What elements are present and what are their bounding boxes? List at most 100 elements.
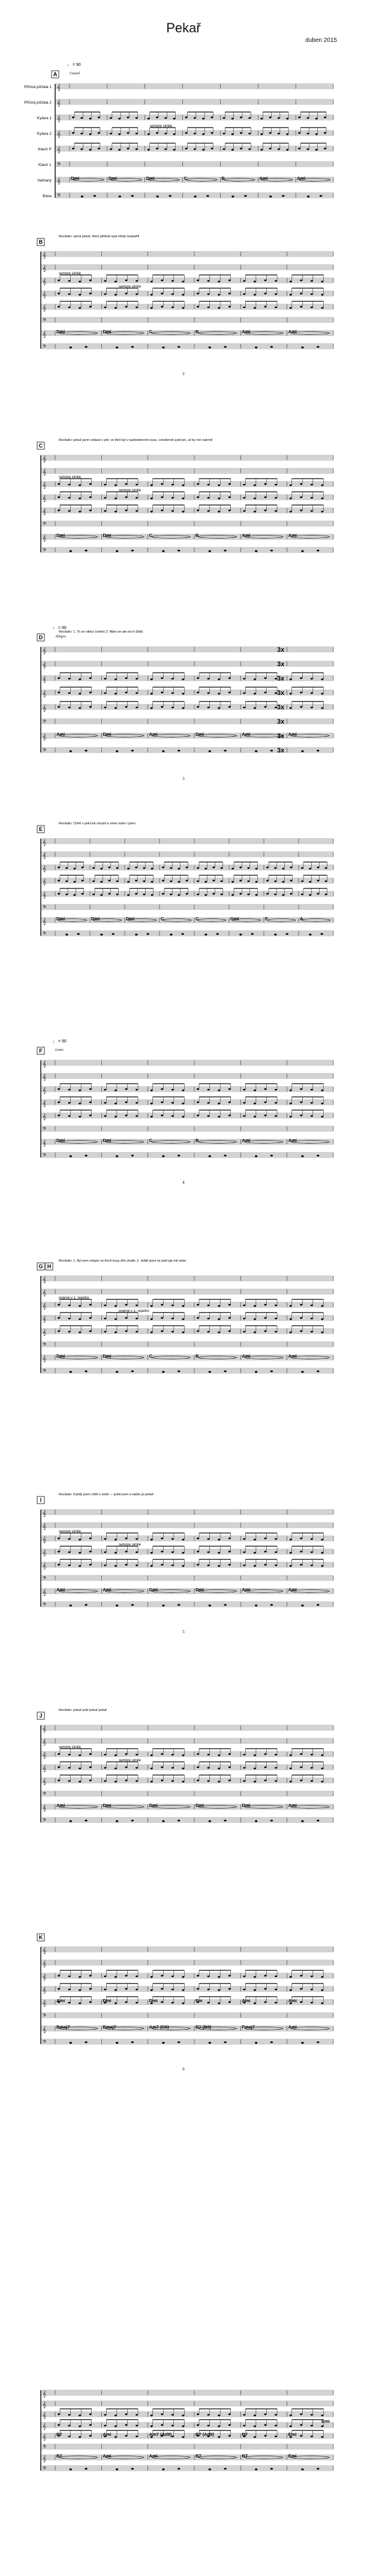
note-head <box>207 692 210 694</box>
note-head <box>115 2468 119 2471</box>
note-head <box>125 2413 128 2415</box>
whole-note <box>198 1589 237 1593</box>
note-head <box>239 933 242 936</box>
note-head <box>79 678 82 681</box>
note-head <box>185 147 188 150</box>
note-head <box>300 483 303 485</box>
note-head <box>182 693 185 695</box>
note-head <box>244 195 247 197</box>
note-head <box>114 2002 117 2004</box>
chord-symbol: Ami <box>149 731 158 737</box>
note-head <box>131 2468 134 2470</box>
note-head <box>108 866 111 869</box>
note-head <box>306 117 309 119</box>
recitation-text: Recitativ: pekař jsem vstával v pět, ve … <box>59 439 212 442</box>
note-head <box>228 1537 231 1540</box>
note-head <box>178 867 181 870</box>
note-head <box>79 1318 82 1320</box>
note-head <box>161 2413 164 2415</box>
note-head <box>68 1304 71 1307</box>
note-head <box>210 132 213 134</box>
whole-note <box>198 535 237 539</box>
note-head <box>197 2424 199 2426</box>
note-head <box>69 1820 72 1822</box>
treble-clef-icon: 𝄞 <box>57 146 61 153</box>
treble-clef-icon: 𝄞 <box>43 2423 46 2430</box>
note-head <box>289 1305 292 1307</box>
note-head <box>300 2001 303 2003</box>
chord-symbol: Ami <box>242 1998 250 2003</box>
note-head <box>228 509 231 512</box>
note-head <box>89 2001 92 2003</box>
note-head <box>79 1989 82 1991</box>
note-head <box>254 2042 258 2044</box>
note-head <box>79 1552 82 1554</box>
note-head <box>243 1538 246 1540</box>
note-head <box>58 1330 60 1332</box>
treble-clef-icon: 𝄞 <box>43 468 46 476</box>
note-head <box>260 149 263 151</box>
note-head <box>79 1976 82 1978</box>
note-head <box>321 1305 324 1307</box>
chord-symbol: Ami <box>242 1587 250 1592</box>
note-head <box>156 116 158 119</box>
note-head <box>161 1779 164 1782</box>
note-head <box>315 117 318 120</box>
note-head <box>125 1564 128 1566</box>
note-head <box>321 307 324 309</box>
note-head <box>151 881 154 883</box>
note-head <box>207 1089 210 1091</box>
note-head <box>58 1550 60 1553</box>
note-head <box>275 1988 278 1991</box>
note-head <box>182 1754 185 1756</box>
note-head <box>324 132 326 134</box>
chord-symbol: C <box>184 176 188 181</box>
note-head <box>270 549 273 552</box>
note-head <box>218 707 221 709</box>
note-head <box>243 306 246 309</box>
note-head <box>182 2414 185 2417</box>
note-head <box>264 1550 267 1553</box>
note-head <box>58 1753 60 1755</box>
note-head <box>85 346 88 348</box>
note-head <box>228 1317 231 1319</box>
note-head <box>135 933 138 936</box>
note-head <box>275 1304 278 1307</box>
note-head <box>58 893 60 895</box>
note-head <box>114 1331 117 1334</box>
chord-symbol: Gmi <box>149 1587 158 1592</box>
note-head <box>147 117 150 120</box>
note-head <box>182 294 185 296</box>
note-head <box>135 148 138 150</box>
note-head <box>136 1331 139 1333</box>
note-head <box>324 147 326 150</box>
whole-note <box>244 331 284 335</box>
note-head <box>73 894 76 896</box>
note-head <box>150 693 153 695</box>
note-head <box>164 148 167 150</box>
rehearsal-mark-box <box>37 633 45 642</box>
note-head <box>309 881 312 883</box>
note-head <box>115 1371 119 1373</box>
note-head <box>79 280 82 283</box>
note-head <box>171 483 174 486</box>
note-head <box>162 1820 165 1822</box>
note-head <box>125 292 128 295</box>
note-head <box>150 1102 153 1105</box>
note-head <box>207 1753 210 1756</box>
note-head <box>310 1767 313 1769</box>
note-head <box>79 707 82 709</box>
note-head <box>171 1564 174 1567</box>
note-head <box>162 550 165 552</box>
note-head <box>181 933 184 935</box>
chord-symbol: Dmi <box>56 1138 65 1143</box>
rehearsal-mark-box <box>37 1262 45 1271</box>
note-head <box>274 933 277 936</box>
note-head <box>136 2424 139 2427</box>
note-head <box>171 1551 174 1553</box>
treble-clef-icon: 𝄞 <box>57 99 61 107</box>
note-head <box>289 510 292 513</box>
note-head <box>89 2413 92 2415</box>
note-head <box>136 483 139 486</box>
note-head <box>300 1317 303 1319</box>
